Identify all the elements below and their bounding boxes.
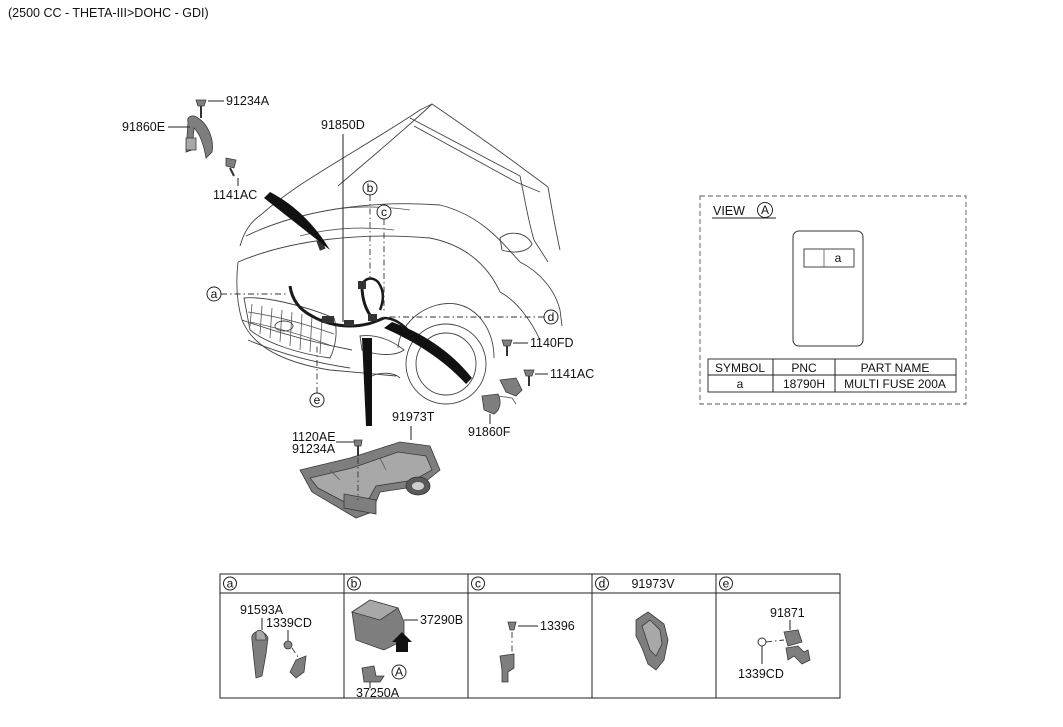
label-91860F: 91860F	[468, 425, 511, 439]
svg-text:b: b	[351, 577, 358, 591]
table-header-part-name: PART NAME	[861, 361, 930, 375]
label-91234A-top: 91234A	[226, 94, 270, 108]
main-harness	[288, 239, 409, 331]
detail-e-part-1339CD: 1339CD	[738, 667, 784, 681]
label-1140FD: 1140FD	[530, 336, 574, 350]
detail-b-part-37290B: 37290B	[420, 613, 463, 627]
detail-symbol-b: b	[347, 576, 361, 591]
view-title: VIEW	[713, 204, 745, 218]
vehicle-front-illustration	[236, 103, 563, 405]
detail-symbol-a: a	[223, 576, 237, 591]
detail-symbol-c: c	[471, 576, 485, 591]
svg-text:c: c	[475, 577, 481, 591]
label-91860E: 91860E	[122, 120, 165, 134]
bracket-91860E-assembly	[185, 99, 237, 177]
svg-text:d: d	[548, 310, 555, 324]
detail-c-part-13396: 13396	[540, 619, 575, 633]
detail-a-part-1339CD: 1339CD	[266, 616, 312, 630]
detail-a-part-91593A: 91593A	[240, 603, 284, 617]
junction-block-91973T	[299, 441, 441, 519]
diagram-title: (2500 CC - THETA-III>DOHC - GDI)	[8, 6, 209, 20]
svg-text:d: d	[599, 577, 606, 591]
table-header-symbol: SYMBOL	[715, 361, 765, 375]
svg-text:e: e	[723, 577, 730, 591]
detail-symbol-d: d	[595, 576, 609, 591]
callout-b: b	[362, 180, 378, 196]
callout-a: a	[206, 286, 222, 302]
detail-table: a b c d e 91973V 91593A 1339CD 37290B A …	[219, 573, 841, 700]
label-91850D: 91850D	[321, 118, 365, 132]
view-marker: A	[761, 203, 769, 217]
table-cell-pnc: 18790H	[783, 377, 825, 391]
table-cell-symbol: a	[737, 377, 744, 391]
detail-symbol-e: e	[719, 576, 733, 591]
label-1120AE: 1120AE	[292, 430, 336, 444]
detail-d-header-part: 91973V	[631, 577, 675, 591]
fuse-slot-label: a	[835, 251, 842, 265]
view-a-box: VIEW A a SYMBOL PNC PART NAME a 18790H M…	[699, 195, 967, 405]
bolt-1120AE	[353, 439, 363, 456]
leader-wedge-top	[264, 192, 330, 250]
svg-text:a: a	[227, 577, 234, 591]
svg-text:b: b	[367, 181, 374, 195]
leader-wedge-bottom	[362, 338, 372, 426]
svg-text:e: e	[314, 393, 321, 407]
svg-text:a: a	[211, 287, 218, 301]
table-cell-part-name: MULTI FUSE 200A	[844, 377, 946, 391]
svg-text:c: c	[381, 205, 387, 219]
callout-d: d	[543, 309, 559, 325]
detail-b-marker: A	[395, 665, 403, 679]
label-91973T: 91973T	[392, 410, 435, 424]
detail-b-part-37250A: 37250A	[356, 686, 400, 700]
leader-wedge-right	[384, 322, 472, 384]
arrow-up-icon	[392, 632, 412, 652]
callout-e: e	[309, 392, 325, 408]
bracket-91860F-assembly	[481, 339, 535, 415]
label-91234A-bottom: 91234A	[292, 442, 336, 456]
table-header-pnc: PNC	[791, 361, 817, 375]
callout-c: c	[376, 204, 392, 220]
label-1141AC-left: 1141AC	[213, 188, 257, 202]
label-1141AC-right: 1141AC	[550, 367, 594, 381]
detail-e-part-91871: 91871	[770, 606, 805, 620]
